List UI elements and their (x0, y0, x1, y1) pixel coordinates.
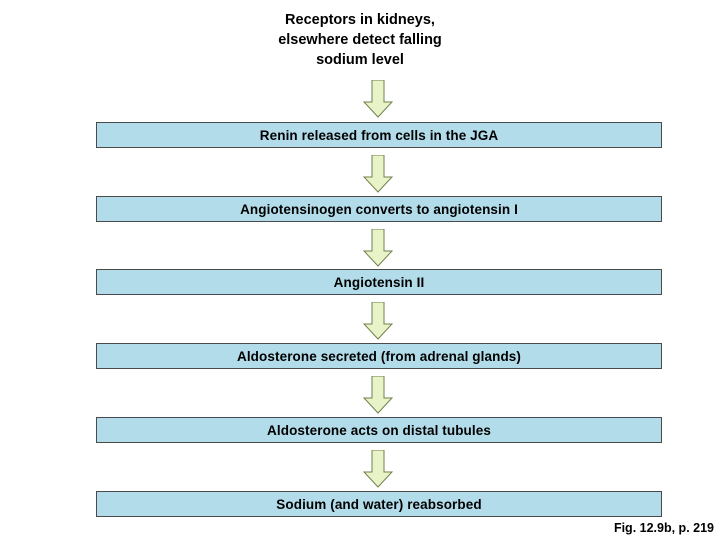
flow-step-3-label: Angiotensin II (333, 274, 425, 290)
arrow-step2-to-step3 (363, 229, 393, 267)
arrow-step5-to-step6 (363, 450, 393, 488)
arrow-step1-to-step2 (363, 155, 393, 193)
flow-step-5-label: Aldosterone acts on distal tubules (267, 422, 491, 438)
figure-caption: Fig. 12.9b, p. 219 (613, 521, 714, 535)
flow-step-2-label: Angiotensinogen converts to angiotensin … (240, 201, 518, 217)
flow-step-4[interactable]: Aldosterone secreted (from adrenal gland… (96, 343, 662, 369)
flow-step-5[interactable]: Aldosterone acts on distal tubules (96, 417, 662, 443)
flow-step-6-label: Sodium (and water) reabsorbed (276, 496, 482, 512)
arrow-step3-to-step4 (363, 302, 393, 340)
diagram-title: Receptors in kidneys, elsewhere detect f… (278, 12, 442, 68)
flow-step-4-label: Aldosterone secreted (from adrenal gland… (236, 348, 521, 364)
flow-step-2[interactable]: Angiotensinogen converts to angiotensin … (96, 196, 662, 222)
flow-step-3[interactable]: Angiotensin II (96, 269, 662, 295)
flow-step-1[interactable]: Renin released from cells in the JGA (96, 122, 662, 148)
flow-step-6[interactable]: Sodium (and water) reabsorbed (96, 491, 662, 517)
arrow-title-to-step1 (363, 80, 393, 118)
arrow-step4-to-step5 (363, 376, 393, 414)
flow-step-1-label: Renin released from cells in the JGA (259, 127, 499, 143)
